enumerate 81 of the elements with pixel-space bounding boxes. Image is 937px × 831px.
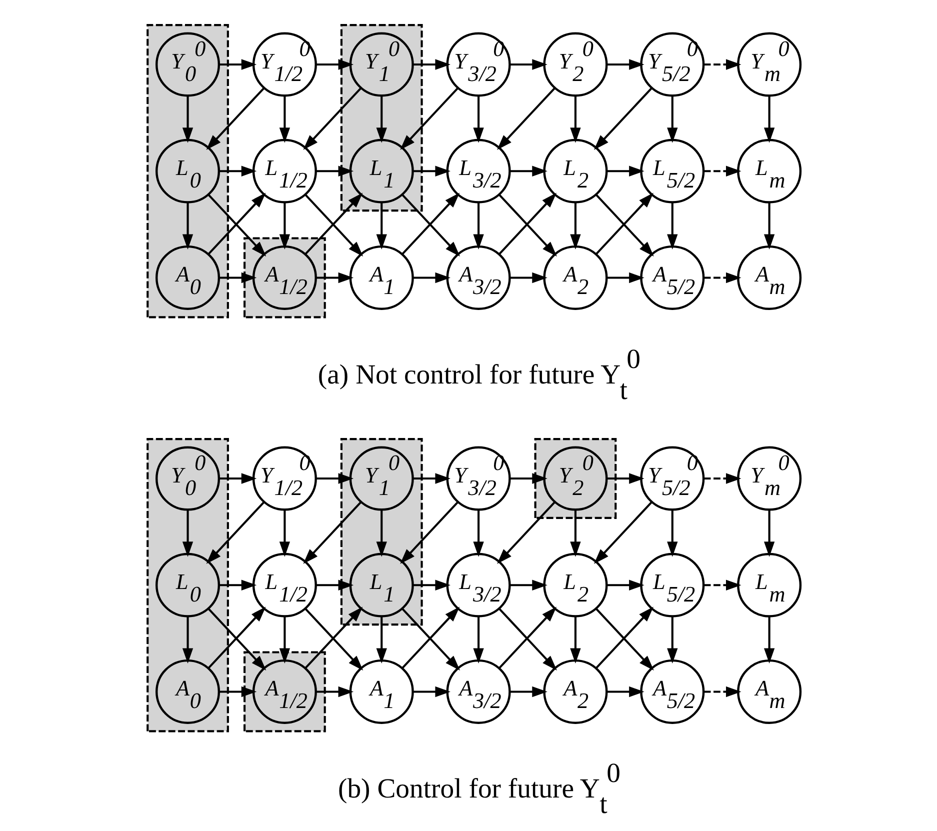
arrow (219, 59, 257, 70)
arrow (764, 96, 775, 143)
arrow (497, 502, 556, 564)
arrow (376, 202, 387, 250)
arrow (510, 686, 548, 698)
arrow (473, 96, 484, 143)
arrow (219, 473, 257, 484)
cluster (340, 438, 423, 626)
arrow (413, 166, 450, 176)
arrow (206, 88, 264, 150)
arrow (606, 580, 644, 590)
arrow (764, 510, 775, 557)
arrow (473, 510, 484, 557)
arrow (667, 202, 678, 250)
arrow (279, 510, 290, 557)
arrow (316, 580, 354, 590)
arrow (704, 686, 742, 698)
arrow (606, 166, 644, 176)
arrow (400, 502, 458, 564)
arrow (413, 580, 450, 590)
arrow (413, 686, 450, 698)
arrow (182, 616, 194, 664)
cluster (534, 438, 617, 519)
arrow (704, 473, 742, 484)
arrow (413, 272, 450, 284)
cluster (146, 24, 229, 318)
arrow (510, 166, 548, 176)
arrow (219, 686, 257, 698)
arrow (606, 272, 644, 284)
arrow (303, 88, 362, 150)
arrow (219, 166, 257, 176)
arrow (473, 202, 484, 250)
arrow (667, 96, 678, 143)
arrow (594, 88, 652, 150)
cluster (146, 438, 229, 732)
arrow (219, 272, 257, 284)
arrow (606, 59, 644, 70)
arrow (704, 580, 742, 590)
arrow (206, 502, 264, 564)
arrow (704, 166, 742, 176)
arrow (400, 88, 458, 150)
arrow (497, 88, 556, 150)
arrow (570, 96, 581, 143)
arrow (667, 616, 678, 664)
arrow (510, 473, 548, 484)
arrow (606, 686, 644, 698)
arrow (376, 510, 387, 557)
arrow (510, 580, 548, 590)
arrow (606, 473, 644, 484)
arrow (316, 59, 354, 70)
arrow (704, 272, 742, 284)
arrow (316, 166, 354, 176)
arrow (219, 580, 257, 590)
arrow (182, 510, 194, 557)
arrow (570, 510, 581, 557)
arrow (316, 473, 354, 484)
arrow (182, 96, 194, 143)
arrow (279, 616, 290, 664)
arrow (376, 616, 387, 664)
arrow (510, 272, 548, 284)
arrow (704, 59, 742, 70)
arrow (570, 616, 581, 664)
arrow (182, 202, 194, 250)
arrow (594, 502, 652, 564)
cluster (244, 237, 326, 318)
arrow (510, 59, 548, 70)
arrow (376, 96, 387, 143)
arrow (764, 616, 775, 664)
arrow (764, 202, 775, 250)
arrow (413, 59, 450, 70)
arrow (473, 616, 484, 664)
arrow (316, 686, 354, 698)
arrow (570, 202, 581, 250)
arrow (279, 202, 290, 250)
arrow (303, 502, 362, 564)
cluster (244, 651, 326, 732)
arrow (316, 272, 354, 284)
arrow (667, 510, 678, 557)
arrow (279, 96, 290, 143)
cluster (340, 24, 423, 212)
arrow (413, 473, 450, 484)
